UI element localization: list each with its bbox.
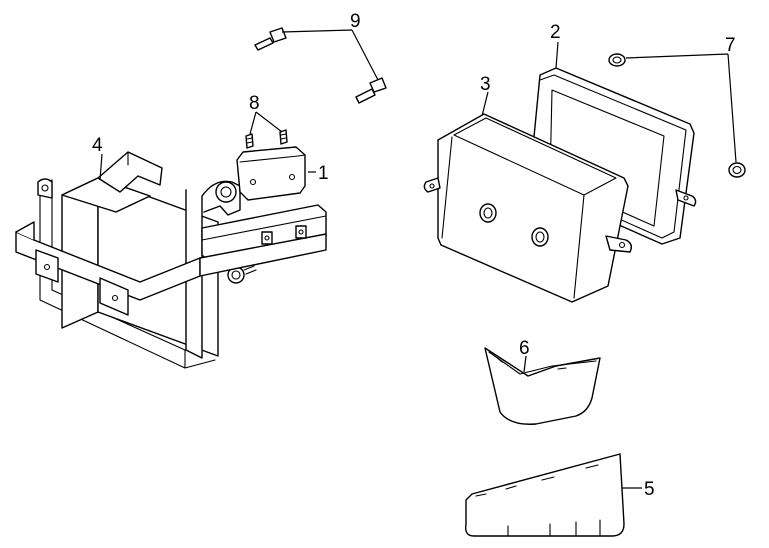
- callout-5: 5: [644, 479, 655, 500]
- part-7-nuts: [608, 53, 746, 178]
- callout-8: 8: [249, 93, 260, 114]
- part-8-clips: [245, 129, 288, 149]
- callout-9: 9: [350, 11, 361, 32]
- callout-1: 1: [318, 163, 329, 184]
- leader-lines: [99, 29, 737, 489]
- part-9-bolts: [254, 27, 387, 104]
- part-1-pad: [236, 146, 306, 201]
- part-6-flap: [484, 347, 601, 425]
- callout-2: 2: [550, 22, 561, 43]
- part-3-front-cover: [423, 113, 633, 303]
- callout-6: 6: [519, 338, 530, 359]
- callout-4: 4: [92, 135, 103, 156]
- callout-3: 3: [480, 74, 491, 95]
- part-4-battery-holder: [15, 151, 327, 369]
- part-5-sheet: [464, 453, 625, 537]
- callout-7: 7: [725, 35, 736, 56]
